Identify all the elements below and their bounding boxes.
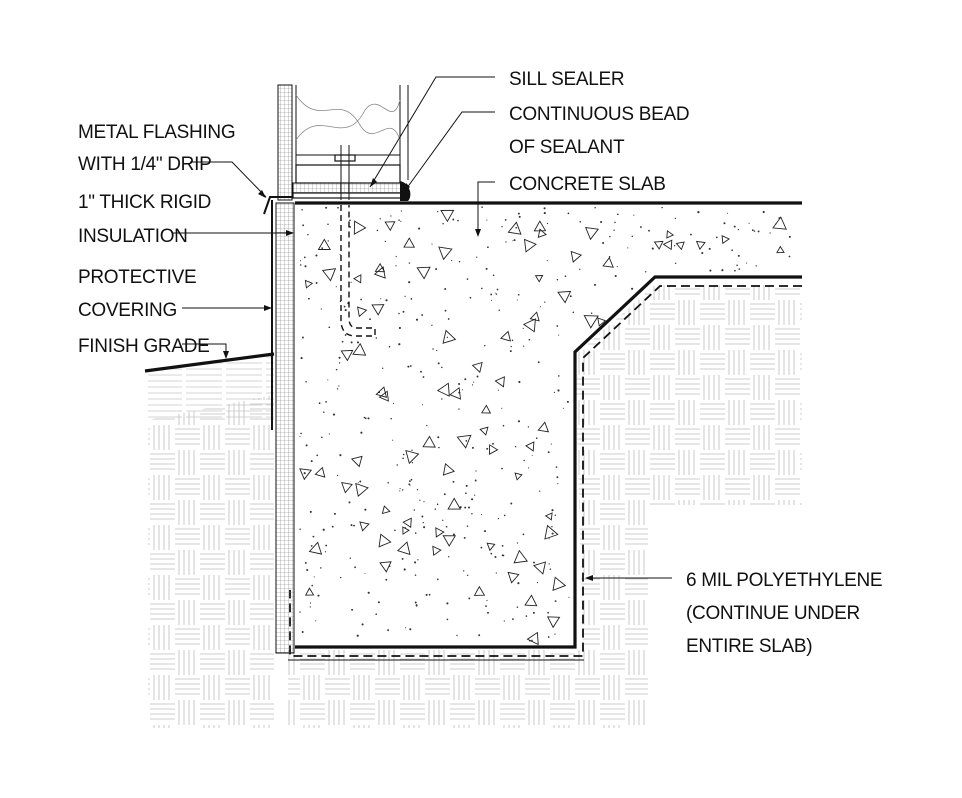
concrete-slab	[295, 201, 802, 649]
anchor-bolt	[334, 145, 376, 337]
label-sill-sealer: SILL SEALER	[509, 69, 624, 90]
label-sealant-bead-line1: CONTINUOUS BEAD	[509, 104, 689, 125]
label-finish-grade: FINISH GRADE	[78, 336, 210, 357]
label-covering-line2: COVERING	[78, 300, 177, 321]
label-sealant-bead-line2: OF SEALANT	[509, 137, 625, 158]
label-poly-line1: 6 MIL POLYETHYLENE	[686, 570, 882, 591]
polyethylene-barrier	[288, 285, 802, 661]
label-concrete-slab: CONCRETE SLAB	[509, 174, 666, 195]
label-rigid-line2: INSULATION	[78, 226, 188, 247]
metal-flashing	[263, 196, 293, 215]
leader-lines	[172, 76, 672, 579]
label-flashing-line1: METAL FLASHING	[78, 122, 235, 143]
label-poly-line2: (CONTINUE UNDER	[686, 603, 860, 624]
earth-hatch	[148, 285, 802, 728]
rigid-insulation	[275, 202, 295, 654]
label-poly-line3: ENTIRE SLAB)	[686, 636, 812, 657]
label-covering-line1: PROTECTIVE	[78, 267, 196, 288]
wall-framing	[277, 84, 409, 201]
leader-arrowheads	[223, 178, 593, 581]
finish-grade-line	[144, 352, 275, 373]
label-flashing-line2: WITH 1/4" DRIP	[78, 154, 211, 175]
label-rigid-line1: 1" THICK RIGID	[78, 192, 211, 213]
